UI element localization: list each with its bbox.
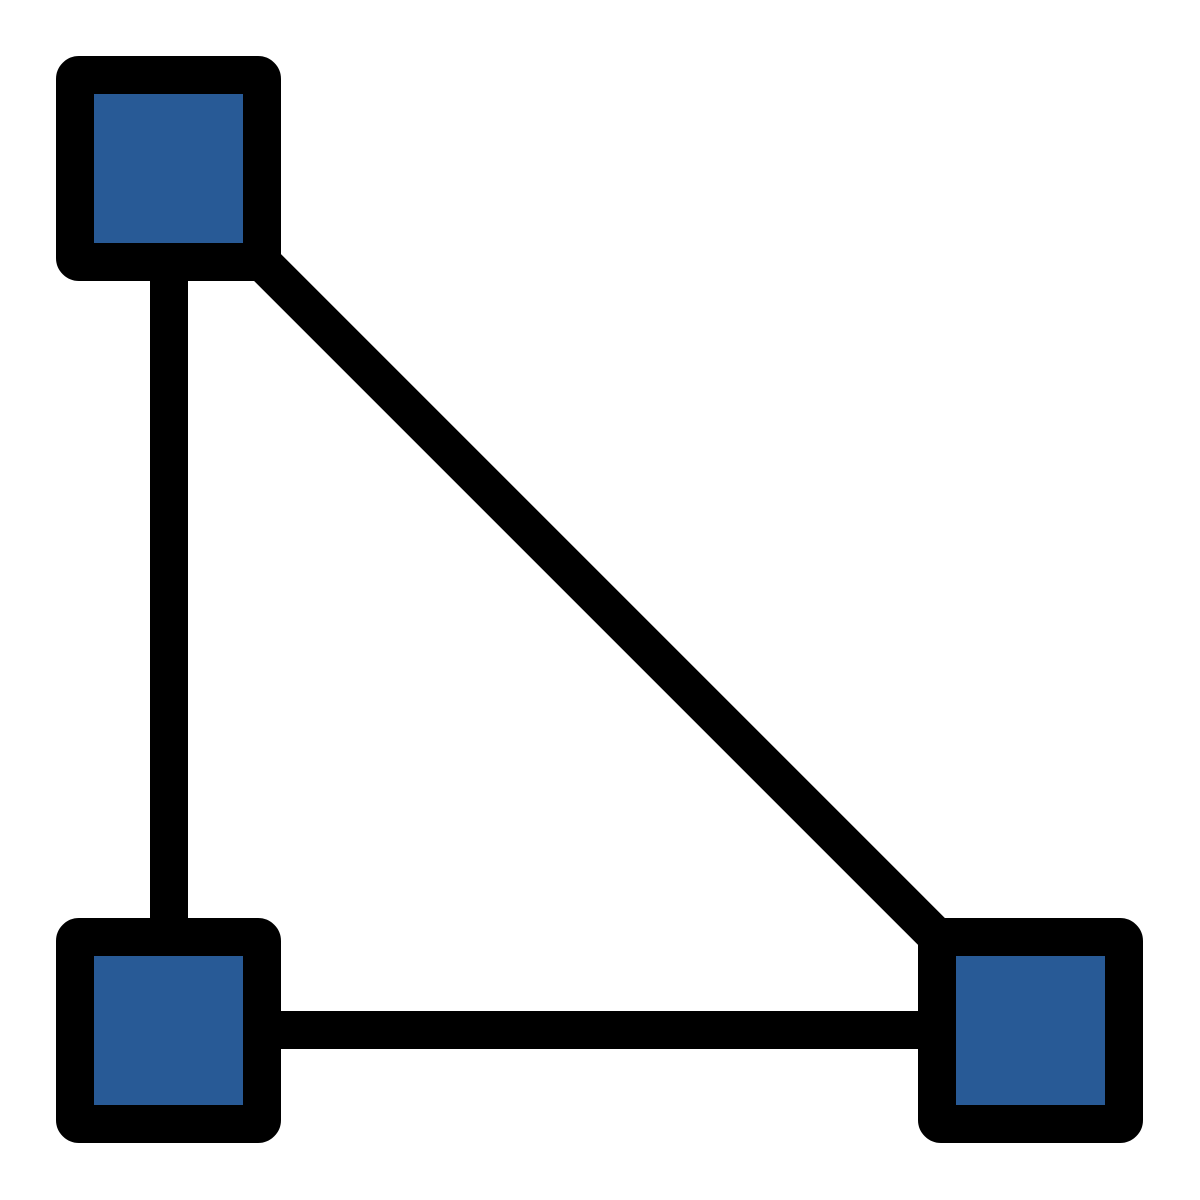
bottom-right-vertex-handle[interactable] [918, 918, 1143, 1143]
top-left-vertex-handle[interactable] [56, 56, 281, 281]
bottom-left-vertex-handle[interactable] [56, 918, 281, 1143]
diagonal-edge-line [228, 228, 972, 972]
